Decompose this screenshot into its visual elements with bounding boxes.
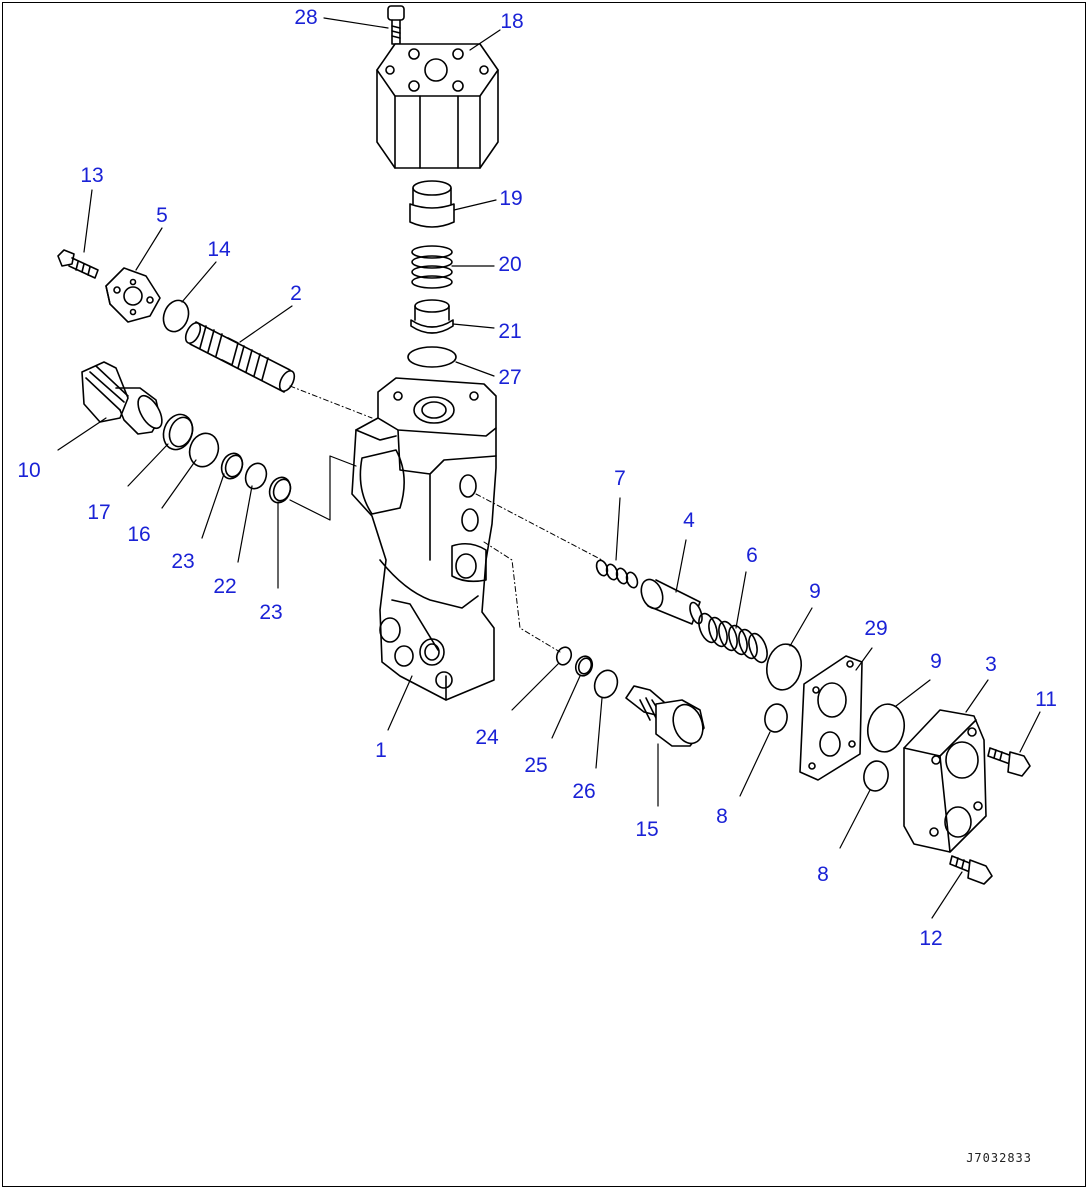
drawing-code: J7032833 [966, 1151, 1032, 1165]
callout-1: 1 [375, 739, 387, 762]
part-27-o-ring [407, 346, 457, 368]
callout-23: 23 [171, 550, 195, 573]
part-18-block [376, 43, 499, 169]
callout-8-b: 8 [817, 863, 829, 886]
part-1-valve-body [351, 377, 497, 701]
callout-12: 12 [919, 927, 943, 950]
leader-bracket-left [289, 455, 357, 521]
part-4-piston [640, 578, 703, 625]
callout-23-b: 23 [259, 601, 283, 624]
callout-14: 14 [207, 238, 231, 261]
part-2-spool [184, 321, 296, 393]
callout-20: 20 [498, 253, 522, 276]
part-3-cover [903, 709, 987, 853]
part-7-spring [595, 559, 639, 589]
part-12-bolt [949, 855, 993, 885]
callout-16: 16 [127, 523, 151, 546]
part-15-plug [625, 685, 705, 747]
center-lines [289, 385, 603, 653]
callout-15: 15 [635, 818, 659, 841]
part-13-bolt [57, 249, 99, 279]
part-21-seat [410, 299, 454, 334]
callout-9-b: 9 [930, 650, 942, 673]
callout-25: 25 [524, 754, 548, 777]
callout-10: 10 [17, 459, 41, 482]
part-20-spring [411, 245, 453, 289]
part-6-spring [698, 612, 768, 664]
part-8-o-ring [764, 703, 788, 733]
callout-17: 17 [87, 501, 111, 524]
callout-22: 22 [213, 575, 237, 598]
part-11-bolt [987, 747, 1031, 777]
part-9-o-ring-right [866, 703, 906, 753]
part-9-o-ring [765, 643, 803, 691]
callout-24: 24 [475, 726, 499, 749]
part-29-gasket [799, 655, 863, 781]
callout-11: 11 [1035, 688, 1057, 711]
part-5-cover [105, 267, 161, 323]
callout-28: 28 [294, 6, 318, 29]
callout-7: 7 [614, 467, 626, 490]
callout-4: 4 [683, 509, 695, 532]
part-14-o-ring [162, 299, 190, 333]
callout-9: 9 [809, 580, 821, 603]
callout-3: 3 [985, 653, 997, 676]
callout-8: 8 [716, 805, 728, 828]
seal-rings-left [162, 413, 292, 504]
part-8-o-ring-right [863, 760, 889, 792]
seal-rings-lower [555, 646, 619, 699]
part-19-plug [409, 180, 455, 228]
callout-21: 21 [498, 320, 522, 343]
callout-27: 27 [498, 366, 522, 389]
callout-29: 29 [864, 617, 888, 640]
callout-18: 18 [500, 10, 524, 33]
part-10-plug [81, 361, 163, 435]
leader-lines [57, 17, 1041, 919]
callout-26: 26 [572, 780, 596, 803]
part-28-cap-screw [387, 5, 405, 45]
callout-19: 19 [499, 187, 523, 210]
callout-13: 13 [80, 164, 104, 187]
callout-2: 2 [290, 282, 302, 305]
callout-6: 6 [746, 544, 758, 567]
callout-5: 5 [156, 204, 168, 227]
